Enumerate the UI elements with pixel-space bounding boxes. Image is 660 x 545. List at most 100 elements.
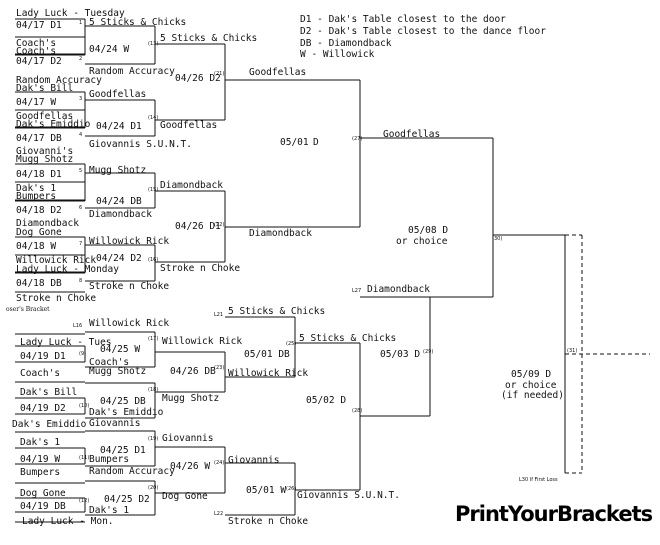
- match-date: 04/24 W: [89, 44, 130, 55]
- match-date: 04/26 D2: [175, 73, 221, 84]
- game-number: (19): [148, 436, 159, 442]
- team-slot: Diamondback: [89, 209, 152, 220]
- match-date: 04/19 D1: [20, 351, 66, 362]
- game-number: (16): [148, 257, 159, 263]
- team-slot: Willowick Rick: [228, 368, 309, 379]
- game-number: (27): [352, 136, 363, 142]
- team-slot: Lady Luck - Tuesday: [16, 8, 125, 19]
- game-number: (10): [79, 403, 90, 409]
- team-slot: Dak's Emiddio: [89, 407, 164, 418]
- team-slot: Coach's: [16, 46, 57, 57]
- team-slot: Bumpers: [20, 467, 61, 478]
- game-number: (31): [567, 348, 578, 354]
- match-date: 04/26 W: [170, 461, 211, 472]
- match-date: 04/25 W: [100, 344, 141, 355]
- team-slot: 5 Sticks & Chicks: [299, 333, 397, 344]
- game-number: 5: [79, 168, 83, 174]
- team-slot: Diamondback: [249, 228, 312, 239]
- team-slot: Goodfellas: [89, 89, 147, 100]
- match-date: 04/24 DB: [96, 196, 142, 207]
- game-number: (24): [214, 460, 225, 466]
- team-slot: Willowick Rick: [162, 336, 243, 347]
- team-slot: Giovannis: [228, 455, 280, 466]
- team-slot: Mugg Shotz: [162, 393, 220, 404]
- legend-d1: D1 - Dak's Table closest to the door: [300, 14, 506, 25]
- game-number: 3: [79, 96, 83, 102]
- team-slot: Giovannis S.U.N.T.: [89, 139, 192, 150]
- match-date: 04/17 D2: [16, 56, 62, 67]
- match-date: 04/25 DB: [100, 396, 146, 407]
- team-slot: Willowick Rick: [16, 255, 97, 266]
- game-number: 8: [79, 278, 83, 284]
- team-slot: Goodfellas: [249, 67, 307, 78]
- team-slot: Mugg Shotz: [89, 165, 147, 176]
- seed-number: L16: [73, 323, 83, 329]
- game-number: (9): [79, 351, 87, 357]
- game-number: (29): [423, 349, 434, 355]
- team-slot: Stroke n Choke: [228, 516, 309, 527]
- game-number: (22): [214, 222, 225, 228]
- match-date: 04/25 D1: [100, 445, 146, 456]
- team-slot: Giovannis: [162, 433, 214, 444]
- team-slot: Willowick Rick: [89, 318, 170, 329]
- team-slot: Stroke n Choke: [160, 263, 241, 274]
- match-note: (if needed): [501, 390, 564, 401]
- team-slot: Mugg Shotz: [16, 154, 74, 165]
- match-date: 04/26 D1: [175, 221, 221, 232]
- team-slot: Dak's 1: [16, 183, 57, 194]
- match-date: 04/17 DB: [16, 133, 62, 144]
- legend-db: DB - Diamondback: [300, 38, 392, 49]
- match-date: 04/19 W: [20, 454, 61, 465]
- match-date: 05/01: [280, 137, 309, 148]
- team-slot: Lady Luck - Monday: [16, 264, 119, 275]
- team-slot: 5 Sticks & Chicks: [160, 33, 258, 44]
- team-slot: Random Accuracy: [16, 75, 102, 86]
- game-number: (18): [148, 387, 159, 393]
- game-number: (26): [286, 486, 297, 492]
- game-number: (15): [148, 187, 159, 193]
- team-slot: Goodfellas: [383, 129, 441, 140]
- team-slot: Random Accuracy: [89, 66, 175, 77]
- match-date: 05/03 D: [380, 349, 421, 360]
- section-label: oser's Bracket: [6, 306, 50, 313]
- team-slot: Mugg Shotz: [89, 366, 147, 377]
- game-number: (17): [148, 336, 159, 342]
- match-date: 04/19 DB: [20, 501, 66, 512]
- team-slot: 5 Sticks & Chicks: [228, 306, 326, 317]
- team-slot: Willowick Rick: [89, 236, 170, 247]
- match-date: 04/19 D2: [20, 403, 66, 414]
- game-number: (21): [214, 71, 225, 77]
- team-slot: Stroke n Choke: [16, 293, 97, 304]
- legend-w: W - Willowick: [300, 49, 375, 60]
- team-slot: Dak's Emiddio: [12, 419, 87, 430]
- team-slot: Coach's: [20, 368, 61, 379]
- game-number: 4: [79, 132, 83, 138]
- game-number: (14): [148, 115, 159, 121]
- match-date: 04/17 W: [16, 97, 57, 108]
- match-date: 05/09 D: [511, 369, 552, 380]
- match-venue: D: [313, 137, 319, 148]
- game-number: 7: [79, 241, 83, 247]
- team-slot: Goodfellas: [160, 120, 218, 131]
- game-number: 6: [79, 205, 83, 211]
- team-slot: Lady Luck - Tues: [20, 337, 112, 348]
- game-number: (28): [352, 408, 363, 414]
- team-slot: Goodfellas: [16, 111, 74, 122]
- game-number: (12): [79, 498, 90, 504]
- team-slot: Giovannis: [89, 418, 141, 429]
- match-note: or choice: [505, 380, 557, 391]
- team-slot: Dak's 1: [89, 505, 130, 516]
- team-slot: Dak's Bill: [20, 387, 78, 398]
- match-date: 04/18 D2: [16, 205, 62, 216]
- team-slot: Giovanni's: [16, 146, 74, 157]
- match-date: 04/25 D2: [104, 494, 150, 505]
- section-label: L30 If First Loss: [519, 477, 558, 483]
- match-date: 05/01 W: [246, 485, 287, 496]
- seed-number: L22: [214, 511, 224, 517]
- team-slot: Dak's 1: [20, 437, 61, 448]
- team-slot: Dog Gone: [16, 227, 62, 238]
- match-date: 05/02 D: [306, 395, 347, 406]
- team-slot: Random Accuracy: [89, 466, 175, 477]
- legend-d2: D2 - Dak's Table closest to the dance fl…: [300, 26, 546, 37]
